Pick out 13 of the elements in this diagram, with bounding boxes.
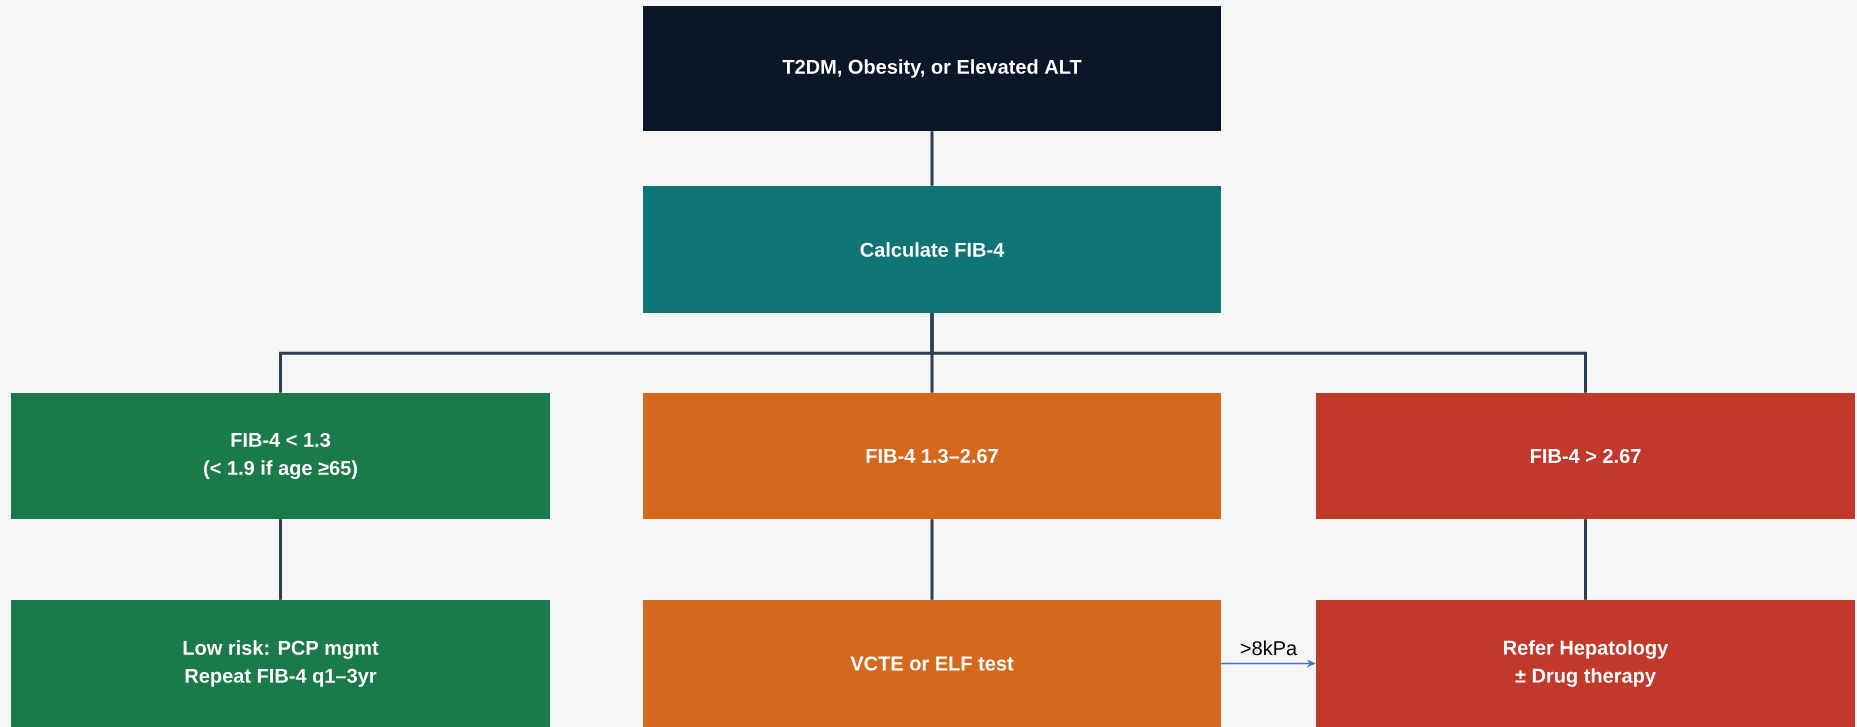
process-box: Refer Hepatology ± Drug therapy [1316,600,1855,727]
connector [930,313,1587,393]
process-box: T2DM, Obesity, or Elevated ALT [643,6,1221,131]
connector [1584,519,1587,600]
process-box: FIB-4 < 1.3 (< 1.9 if age ≥65) [11,393,550,519]
process-box: FIB-4 > 2.67 [1316,393,1855,519]
process-box: Calculate FIB-4 [643,186,1221,313]
process-box: FIB-4 1.3–2.67 [643,393,1221,519]
connector [279,519,282,600]
process-box: VCTE or ELF test [643,600,1221,727]
connector [930,131,934,186]
connector [930,519,934,600]
process-box: Low risk: PCP mgmt Repeat FIB-4 q1–3yr [11,600,550,727]
